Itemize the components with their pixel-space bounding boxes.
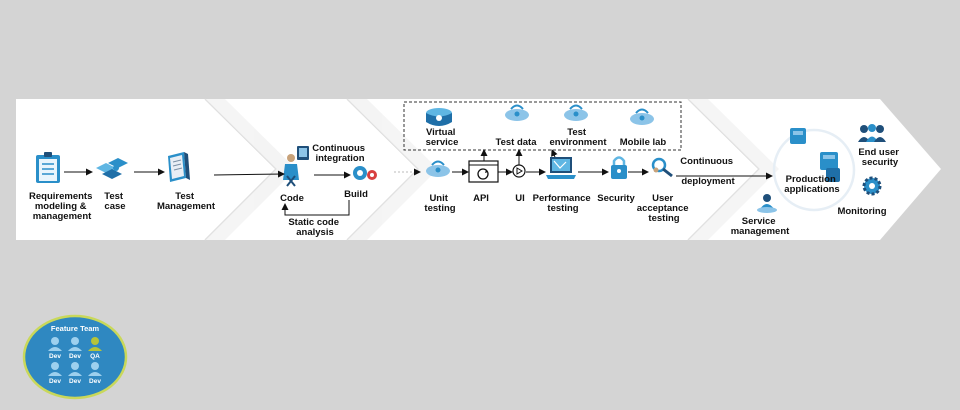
team-member-label-6: Dev	[89, 378, 101, 385]
virtual-service-icon	[426, 108, 452, 126]
team-member-label-2: Dev	[69, 353, 81, 360]
build-icon	[353, 166, 377, 180]
ui-icon	[512, 164, 526, 178]
label-performance-testing: Performance testing	[533, 193, 594, 214]
label-security: Security	[597, 193, 635, 204]
feature-team-title: Feature Team	[51, 324, 100, 333]
flow-arrows	[64, 149, 773, 216]
test-case-icon	[96, 158, 128, 179]
label-requirements: Requirements modeling & management	[29, 191, 95, 222]
security-icon	[611, 156, 627, 179]
service-management-icon	[757, 194, 777, 213]
mobile-lab-icon	[630, 108, 654, 125]
test-management-icon	[168, 152, 190, 182]
production-applications-icon	[772, 128, 856, 212]
label-static-code-analysis: Static code analysis	[288, 217, 341, 238]
code-icon	[283, 146, 309, 187]
label-api: API	[473, 193, 489, 204]
label-continuous-integration: Continuous integration	[312, 143, 367, 164]
label-production-applications: Production applications	[784, 174, 839, 195]
unit-testing-icon	[426, 160, 450, 177]
label-mobile-lab: Mobile lab	[620, 137, 667, 148]
label-monitoring: Monitoring	[837, 206, 886, 217]
performance-testing-icon	[546, 157, 576, 179]
team-member-3	[88, 337, 102, 351]
user-acceptance-testing-icon	[651, 157, 673, 178]
label-ui: UI	[515, 193, 525, 204]
stage-labels: Requirements modeling & management Test …	[29, 127, 901, 238]
label-test-management: Test Management	[157, 191, 216, 212]
label-code: Code	[280, 193, 304, 204]
api-icon	[468, 160, 499, 183]
label-user-acceptance-testing: User acceptance testing	[637, 193, 691, 224]
team-member-4	[48, 362, 62, 376]
team-member-label-4: Dev	[49, 378, 61, 385]
test-environment-icon	[564, 104, 588, 121]
monitoring-icon	[862, 176, 882, 196]
team-member-label-3: QA	[90, 353, 100, 360]
test-services-box	[403, 101, 682, 151]
label-continuous-deployment: Continuous deployment	[680, 156, 735, 187]
team-member-1	[48, 337, 62, 351]
label-test-data: Test data	[495, 137, 537, 148]
label-test-environment: Test environment	[549, 127, 607, 148]
team-member-6	[88, 362, 102, 376]
team-member-label-5: Dev	[69, 378, 81, 385]
end-user-security-icon	[858, 124, 886, 142]
team-member-2	[68, 337, 82, 351]
label-test-case: Test case	[104, 191, 125, 212]
label-unit-testing: Unit testing	[424, 193, 455, 214]
feature-team-badge: Feature Team Dev Dev QA Dev Dev	[22, 314, 128, 400]
team-member-label-1: Dev	[49, 353, 61, 360]
requirements-icon	[36, 152, 60, 183]
label-build: Build	[344, 189, 368, 200]
label-virtual-service: Virtual service	[426, 127, 459, 148]
test-data-icon	[505, 104, 529, 121]
label-end-user-security: End user security	[858, 147, 901, 168]
label-service-management: Service management	[731, 216, 790, 237]
team-member-5	[68, 362, 82, 376]
